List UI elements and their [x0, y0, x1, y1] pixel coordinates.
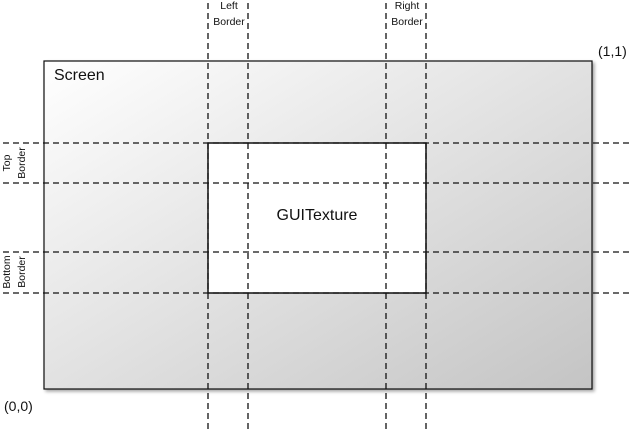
- right-border-label-line1: Right: [395, 0, 420, 12]
- top-border-label-line2: Border: [16, 147, 28, 179]
- left-border-label-line1: Left: [220, 0, 238, 12]
- screen-label: Screen: [54, 67, 105, 84]
- bottom-border-label-line2: Border: [16, 256, 28, 288]
- gui-texture-box: [207, 142, 427, 294]
- right-border-label-line2: Border: [391, 16, 423, 28]
- left-border-label-line2: Border: [213, 16, 245, 28]
- gui-texture-label: GUITexture: [277, 207, 358, 224]
- top-border-label-line1: Top: [1, 154, 13, 171]
- bottom-border-label-line1: Bottom: [1, 255, 13, 289]
- corner-label-top-right: (1,1): [598, 43, 627, 59]
- corner-label-bottom-left: (0,0): [4, 398, 33, 414]
- top-border-label-group: Top Border: [1, 147, 28, 179]
- bottom-border-label-group: Bottom Border: [1, 255, 28, 289]
